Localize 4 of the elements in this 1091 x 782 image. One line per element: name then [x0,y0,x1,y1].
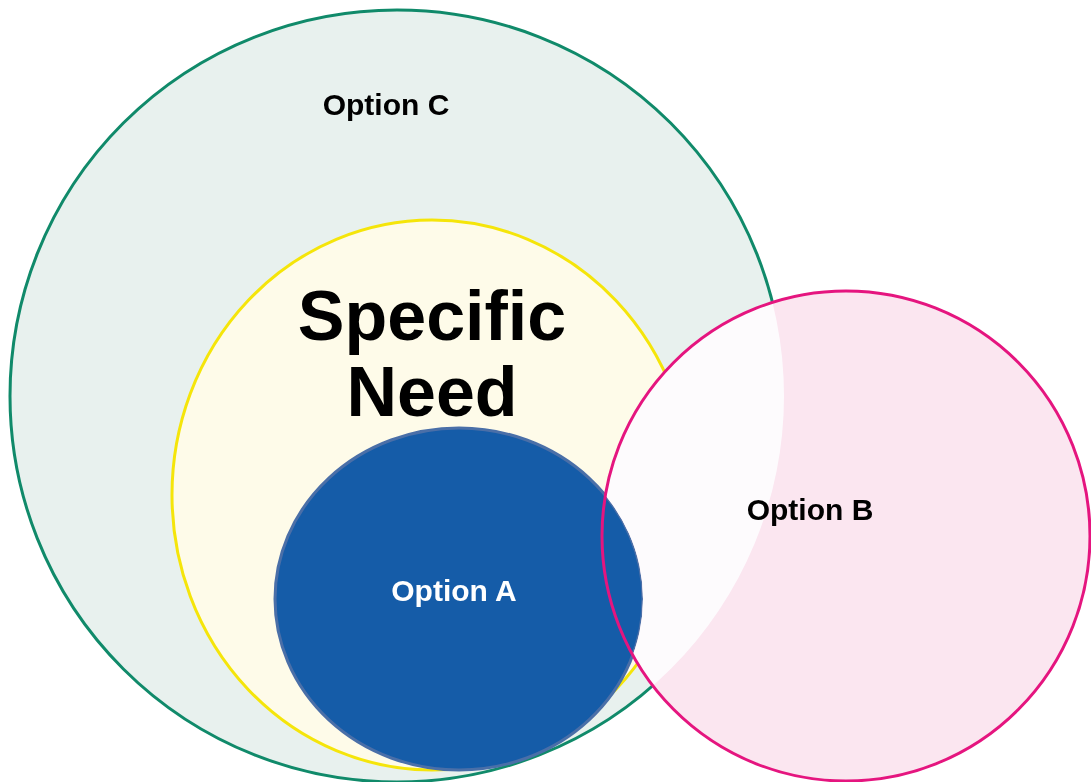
circle-label: Specific Need [296,279,568,431]
circle-label: Option C [322,86,450,123]
circle-label: Option B [746,491,874,528]
circle-label: Option A [391,572,517,609]
